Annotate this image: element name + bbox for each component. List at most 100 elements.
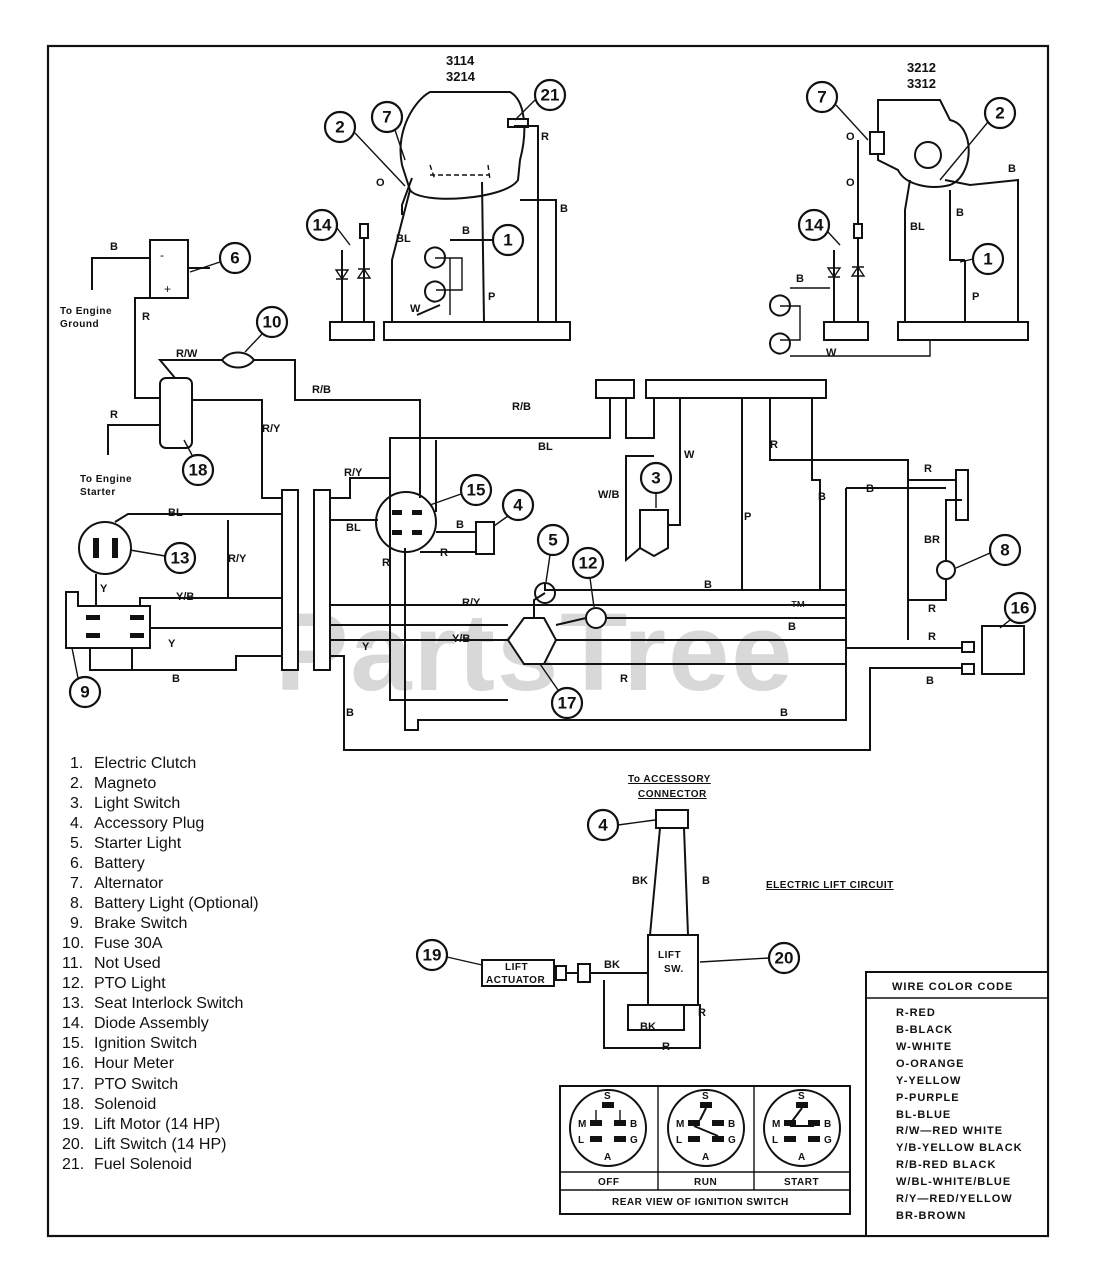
callout-19: 19 bbox=[415, 938, 449, 972]
svg-text:A: A bbox=[702, 1152, 710, 1163]
svg-text:R: R bbox=[928, 631, 936, 643]
wire-labels: B R O BL W P B R B O O BL B B B P W R/W … bbox=[100, 131, 1016, 719]
svg-text:L: L bbox=[772, 1135, 779, 1146]
svg-text:P: P bbox=[972, 291, 979, 303]
pto-light bbox=[585, 607, 607, 629]
svg-text:W: W bbox=[826, 347, 837, 359]
top-strip-small bbox=[595, 379, 635, 399]
svg-text:R/Y: R/Y bbox=[462, 597, 481, 609]
svg-text:18.Solenoid: 18.Solenoid bbox=[62, 1096, 156, 1113]
svg-text:B: B bbox=[1008, 163, 1016, 175]
svg-text:BR: BR bbox=[924, 534, 940, 546]
svg-text:12.PTO Light: 12.PTO Light bbox=[62, 975, 166, 992]
svg-text:Y/B: Y/B bbox=[176, 591, 194, 603]
svg-text:B: B bbox=[456, 519, 464, 531]
svg-text:6.Battery: 6.Battery bbox=[70, 855, 145, 872]
svg-text:SW.: SW. bbox=[664, 964, 684, 975]
svg-text:B: B bbox=[866, 483, 874, 495]
svg-text:L: L bbox=[676, 1135, 683, 1146]
svg-text:W/B: W/B bbox=[598, 489, 619, 501]
svg-text:2.Magneto: 2.Magneto bbox=[70, 775, 156, 792]
svg-text:W/BL-WHITE/BLUE: W/BL-WHITE/BLUE bbox=[896, 1176, 1011, 1188]
svg-text:P-PURPLE: P-PURPLE bbox=[896, 1092, 960, 1104]
svg-text:17: 17 bbox=[558, 694, 577, 713]
diagram-border bbox=[46, 44, 1050, 1238]
callout-14-left: 14 bbox=[305, 208, 339, 242]
light-switch bbox=[639, 509, 669, 558]
svg-text:R: R bbox=[662, 1041, 670, 1053]
callout-15: 15 bbox=[459, 473, 493, 507]
svg-text:R: R bbox=[928, 603, 936, 615]
svg-text:R-RED: R-RED bbox=[896, 1007, 936, 1019]
svg-text:BR-BROWN: BR-BROWN bbox=[896, 1210, 966, 1222]
ignition-switch bbox=[375, 491, 437, 553]
svg-text:G: G bbox=[824, 1135, 832, 1146]
svg-text:Y/B-YELLOW BLACK: Y/B-YELLOW BLACK bbox=[896, 1142, 1023, 1154]
model-right-2: 3312 bbox=[907, 76, 936, 91]
svg-text:R/W: R/W bbox=[176, 348, 198, 360]
svg-text:B: B bbox=[824, 1119, 832, 1130]
svg-text:R/Y: R/Y bbox=[228, 553, 247, 565]
callout-20: 20 bbox=[767, 941, 801, 975]
solenoid bbox=[107, 359, 285, 499]
ign-run-terminals bbox=[688, 1102, 724, 1142]
top-strip-large bbox=[645, 379, 827, 399]
svg-text:BL: BL bbox=[346, 522, 361, 534]
battery-light bbox=[936, 560, 956, 580]
svg-text:R/Y: R/Y bbox=[262, 423, 281, 435]
svg-text:BL-BLUE: BL-BLUE bbox=[896, 1109, 951, 1121]
svg-text:BL: BL bbox=[538, 441, 553, 453]
svg-text:3.Light Switch: 3.Light Switch bbox=[70, 795, 180, 812]
svg-text:R/B: R/B bbox=[512, 401, 531, 413]
callout-21: 21 bbox=[533, 78, 567, 112]
svg-text:S: S bbox=[604, 1091, 611, 1102]
svg-text:19: 19 bbox=[423, 946, 442, 965]
svg-text:R/B-RED BLACK: R/B-RED BLACK bbox=[896, 1159, 996, 1171]
engine-left bbox=[329, 91, 571, 341]
brake-switch bbox=[65, 520, 282, 671]
to-engine-ground-1: To Engine bbox=[60, 306, 112, 317]
svg-text:14: 14 bbox=[805, 216, 824, 235]
right-terminal bbox=[955, 469, 969, 521]
svg-text:7.Alternator: 7.Alternator bbox=[70, 875, 164, 892]
fuse bbox=[220, 351, 256, 369]
lift-actuator bbox=[481, 959, 555, 987]
svg-text:M: M bbox=[578, 1119, 587, 1130]
engine-right bbox=[769, 99, 1029, 357]
svg-text:R/Y: R/Y bbox=[344, 467, 363, 479]
svg-text:BL: BL bbox=[396, 233, 411, 245]
svg-text:1: 1 bbox=[983, 250, 992, 269]
svg-text:14.Diode Assembly: 14.Diode Assembly bbox=[62, 1015, 209, 1032]
trademark: ™ bbox=[790, 599, 806, 616]
svg-text:WIRE COLOR CODE: WIRE COLOR CODE bbox=[892, 981, 1013, 993]
accessory-plug bbox=[475, 521, 495, 555]
svg-text:Y/B: Y/B bbox=[452, 633, 470, 645]
electric-lift-circuit: ELECTRIC LIFT CIRCUIT bbox=[766, 880, 894, 891]
model-left-2: 3214 bbox=[446, 69, 476, 84]
svg-text:G: G bbox=[728, 1135, 736, 1146]
svg-text:B: B bbox=[110, 241, 118, 253]
svg-text:BL: BL bbox=[910, 221, 925, 233]
svg-text:BK: BK bbox=[604, 959, 620, 971]
svg-text:16.Hour Meter: 16.Hour Meter bbox=[62, 1055, 175, 1072]
svg-text:R: R bbox=[620, 673, 628, 685]
svg-text:B-BLACK: B-BLACK bbox=[896, 1024, 953, 1036]
svg-text:G: G bbox=[630, 1135, 638, 1146]
svg-text:10.Fuse 30A: 10.Fuse 30A bbox=[62, 935, 163, 952]
svg-text:B: B bbox=[728, 1119, 736, 1130]
svg-text:12: 12 bbox=[579, 554, 598, 573]
svg-text:R: R bbox=[440, 547, 448, 559]
callout-10: 10 bbox=[255, 305, 289, 339]
svg-text:13.Seat Interlock Switch: 13.Seat Interlock Switch bbox=[62, 995, 243, 1012]
model-left-1: 3114 bbox=[446, 53, 475, 68]
svg-text:ACTUATOR: ACTUATOR bbox=[486, 975, 545, 986]
callout-4: 4 bbox=[501, 488, 535, 522]
svg-text:3: 3 bbox=[651, 469, 660, 488]
svg-text:W: W bbox=[684, 449, 695, 461]
svg-text:B: B bbox=[630, 1119, 638, 1130]
callout-6: 6 bbox=[218, 241, 252, 275]
svg-text:2: 2 bbox=[995, 104, 1004, 123]
svg-text:O: O bbox=[846, 177, 855, 189]
svg-text:5.Starter Light: 5.Starter Light bbox=[70, 835, 182, 852]
